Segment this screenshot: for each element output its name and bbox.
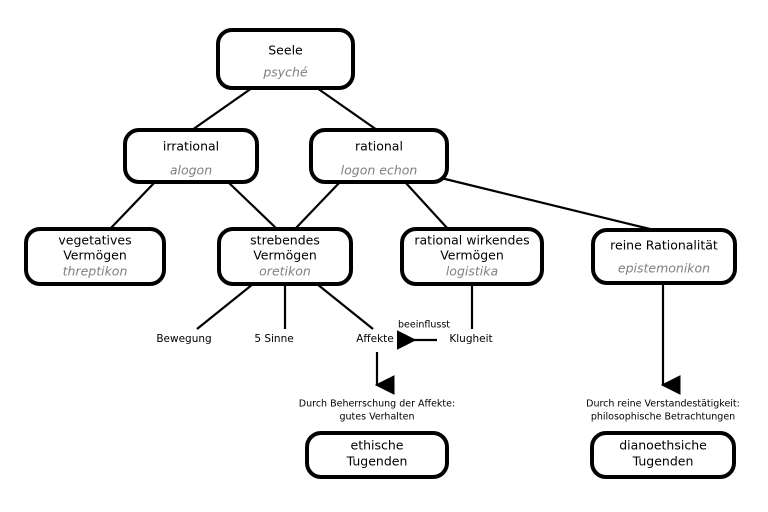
leaf-label-affekte: Affekte bbox=[356, 333, 394, 345]
caption-ethische-line2: gutes Verhalten bbox=[339, 412, 414, 423]
node-strebendes-vermoegen[interactable]: strebendes Vermögen oretikon bbox=[217, 227, 353, 286]
node-strebendes-vermoegen-label-line1: strebendes bbox=[250, 233, 320, 248]
leaf-label-5-sinne: 5 Sinne bbox=[254, 333, 293, 345]
leaf-label-group: Bewegung 5 Sinne Affekte Klugheit bbox=[156, 333, 492, 345]
node-dianoethische-tugenden-box[interactable] bbox=[590, 431, 736, 479]
node-rational-label: rational bbox=[355, 139, 403, 154]
edge-seele-irrational bbox=[191, 87, 253, 131]
node-rational-wirkendes-vermoegen[interactable]: rational wirkendes Vermögen logistika bbox=[400, 227, 544, 286]
node-vegetatives-vermoegen[interactable]: vegetatives Vermögen threptikon bbox=[24, 227, 166, 286]
node-vegetatives-vermoegen-label-line2: Vermögen bbox=[63, 248, 127, 263]
node-irrational-box[interactable] bbox=[123, 128, 259, 184]
node-rational[interactable]: rational logon echon bbox=[309, 128, 449, 184]
node-seele-label: Seele bbox=[268, 43, 303, 58]
node-reine-rationalitaet-box[interactable] bbox=[591, 228, 737, 285]
node-vegetatives-vermoegen-box[interactable] bbox=[24, 227, 166, 286]
edge-rational-strebend bbox=[294, 181, 341, 230]
node-ethische-tugenden-label-line1: ethische bbox=[351, 438, 404, 453]
node-ethische-tugenden[interactable]: ethische Tugenden bbox=[305, 431, 449, 479]
node-rational-wirkendes-vermoegen-box[interactable] bbox=[400, 227, 544, 286]
node-strebendes-vermoegen-box[interactable] bbox=[217, 227, 353, 286]
node-seele-greek: psyché bbox=[262, 65, 308, 80]
leaf-label-bewegung: Bewegung bbox=[156, 333, 211, 345]
node-rational-wirkendes-vermoegen-greek: logistika bbox=[446, 264, 498, 279]
node-seele[interactable]: Seele psyché bbox=[216, 28, 355, 90]
connector-group bbox=[109, 87, 651, 330]
node-vegetatives-vermoegen-greek: threptikon bbox=[63, 264, 128, 279]
edge-strebend-bewegung bbox=[196, 283, 254, 330]
node-irrational[interactable]: irrational alogon bbox=[123, 128, 259, 184]
node-dianoethische-tugenden-label-line2: Tugenden bbox=[632, 454, 694, 469]
edge-seele-rational bbox=[316, 87, 378, 131]
caption-ethische-line1: Durch Beherrschung der Affekte: bbox=[299, 399, 455, 410]
node-reine-rationalitaet[interactable]: reine Rationalität epistemonikon bbox=[591, 228, 737, 285]
node-strebendes-vermoegen-greek: oretikon bbox=[259, 264, 311, 279]
leaf-label-klugheit: Klugheit bbox=[449, 333, 492, 345]
node-strebendes-vermoegen-label-line2: Vermögen bbox=[253, 248, 317, 263]
node-dianoethische-tugenden-label-line1: dianoethsiche bbox=[619, 438, 707, 453]
edge-strebend-affekte bbox=[316, 283, 374, 330]
node-irrational-label: irrational bbox=[163, 139, 219, 154]
node-rational-greek: logon echon bbox=[341, 163, 418, 178]
caption-dianoethische-line1: Durch reine Verstandestätigkeit: bbox=[586, 399, 740, 410]
node-irrational-greek: alogon bbox=[170, 163, 212, 178]
node-reine-rationalitaet-greek: epistemonikon bbox=[618, 261, 710, 276]
edge-label-beeinflusst: beeinflusst bbox=[398, 320, 450, 331]
node-dianoethische-tugenden[interactable]: dianoethsiche Tugenden bbox=[590, 431, 736, 479]
node-ethische-tugenden-label-line2: Tugenden bbox=[346, 454, 408, 469]
node-rational-wirkendes-vermoegen-label-line1: rational wirkendes bbox=[414, 233, 529, 248]
node-seele-box[interactable] bbox=[216, 28, 355, 90]
arrow-group: Affekte (points left) --> bbox=[374, 285, 681, 395]
node-vegetatives-vermoegen-label-line1: vegetatives bbox=[58, 233, 131, 248]
edge-rational-rationalwirkend bbox=[404, 181, 449, 230]
node-reine-rationalitaet-label-line1: reine Rationalität bbox=[610, 238, 718, 253]
caption-ethische-tugenden: Durch Beherrschung der Affekte: gutes Ve… bbox=[299, 399, 455, 423]
edge-rational-reinerationalitaet bbox=[440, 176, 651, 231]
node-rational-wirkendes-vermoegen-label-line2: Vermögen bbox=[440, 248, 504, 263]
caption-dianoethische-tugenden: Durch reine Verstandestätigkeit: philoso… bbox=[586, 399, 740, 423]
node-ethische-tugenden-box[interactable] bbox=[305, 431, 449, 479]
edge-irrational-vegetativ bbox=[109, 181, 156, 230]
node-rational-box[interactable] bbox=[309, 128, 449, 184]
edge-irrational-strebend bbox=[227, 181, 278, 230]
caption-dianoethische-line2: philosophische Betrachtungen bbox=[591, 412, 735, 423]
